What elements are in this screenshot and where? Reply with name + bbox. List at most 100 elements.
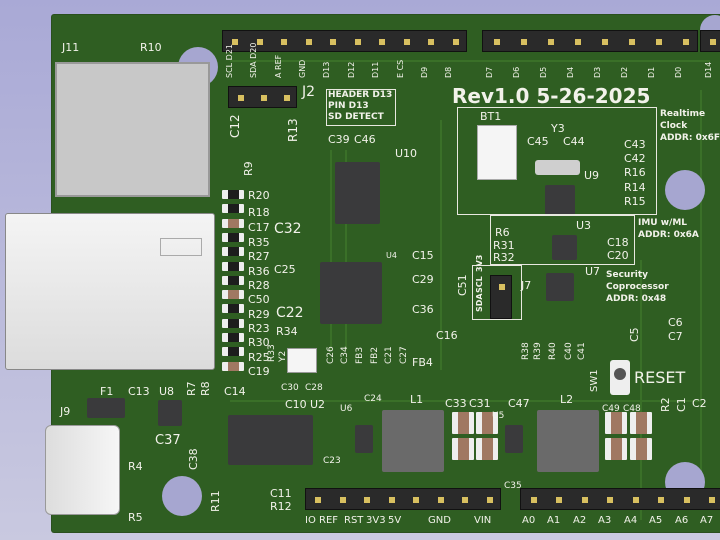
header-bottom-power[interactable] <box>305 488 501 510</box>
header-top-left[interactable] <box>222 30 467 52</box>
header-pin <box>330 39 337 45</box>
ref-c1: C1 <box>675 397 688 412</box>
header-pin <box>437 497 444 503</box>
pcb-trace <box>230 400 700 402</box>
j2-note-outline <box>326 89 396 126</box>
header-pin-label: RST <box>344 515 364 526</box>
ref-r5: R5 <box>128 511 143 524</box>
smd-part <box>222 261 244 271</box>
u6-chip <box>355 425 373 453</box>
bulk-capacitor <box>605 412 627 434</box>
ref-c15: C15 <box>412 249 434 262</box>
smd-part <box>222 232 244 242</box>
header-pin-label: A7 <box>700 515 714 526</box>
header-pin-label: A5 <box>649 515 663 526</box>
j7-i2c-header[interactable] <box>490 275 512 319</box>
pcb-trace <box>345 150 347 350</box>
ref-u9: U9 <box>584 169 600 182</box>
header-pin <box>530 497 537 503</box>
ref-r31: R31 <box>493 239 515 252</box>
header-top-edge[interactable] <box>700 30 720 52</box>
header-pin <box>403 39 410 45</box>
usb-c-connector[interactable] <box>45 425 120 515</box>
header-pin-label: D11 <box>371 61 380 78</box>
battery-connector-bt1[interactable] <box>477 125 517 180</box>
security-note-text: ADDR: 0x48 <box>606 294 667 304</box>
ref-c46: C46 <box>354 133 376 146</box>
rtc-outline <box>457 107 657 215</box>
pcb-trace <box>640 260 642 520</box>
ref-c48: C48 <box>623 404 641 414</box>
ref-c17: C17 <box>248 221 270 234</box>
ref-j9: J9 <box>60 405 71 418</box>
header-pin-label: A REF <box>274 54 283 78</box>
ref-c32: C32 <box>274 221 302 237</box>
ref-c26: C26 <box>326 346 336 364</box>
i2c-pin-label: SDA <box>475 293 484 312</box>
ref-c49: C49 <box>602 404 620 414</box>
header-pin <box>581 497 588 503</box>
ref-r14: R14 <box>624 181 646 194</box>
header-pin <box>607 497 614 503</box>
imu-note-text: IMU w/ML <box>638 218 688 228</box>
ref-c5: C5 <box>628 327 641 342</box>
ref-c42: C42 <box>624 152 646 165</box>
header-pin <box>256 39 263 45</box>
ethernet-jack[interactable] <box>5 213 215 370</box>
bulk-capacitor <box>605 438 627 460</box>
header-pin <box>364 497 371 503</box>
header-pin <box>260 95 267 101</box>
ref-r8: R8 <box>199 381 212 396</box>
ref-fb4: FB4 <box>412 356 433 369</box>
u10-chip <box>335 162 380 224</box>
u9-rtc <box>545 185 575 215</box>
ref-r13: R13 <box>286 118 300 142</box>
ref-r36: R36 <box>248 265 270 278</box>
ref-c50: C50 <box>248 293 270 306</box>
header-pin <box>462 497 469 503</box>
ref-c11: C11 <box>270 487 292 500</box>
u8-chip <box>158 400 182 426</box>
smd-part <box>222 290 244 300</box>
ref-c45: C45 <box>527 135 549 148</box>
i2c-outline <box>472 265 522 320</box>
header-pin <box>655 39 662 45</box>
ref-y2: Y2 <box>278 350 288 362</box>
mounting-hole <box>665 170 705 210</box>
ref-r7: R7 <box>185 381 198 396</box>
ref-u10: U10 <box>395 147 418 160</box>
header-pin-label: D3 <box>593 66 602 78</box>
header-pin <box>354 39 361 45</box>
reset-button-cap[interactable] <box>614 368 626 380</box>
ref-r40: R40 <box>548 342 558 360</box>
ref-r32: R32 <box>493 251 515 264</box>
ref-c7: C7 <box>668 330 683 343</box>
header-pin-label: D14 <box>704 61 713 78</box>
smd-part <box>222 361 244 371</box>
ref-c51: C51 <box>456 274 469 296</box>
header-pin-label: D1 <box>647 66 656 78</box>
ref-u4: U4 <box>386 251 397 260</box>
ref-c27: C27 <box>399 346 409 364</box>
sd-card-slot[interactable] <box>55 62 210 197</box>
header-bottom-analog[interactable] <box>520 488 720 510</box>
ref-r20: R20 <box>248 189 270 202</box>
header-pin-label: VIN <box>474 515 492 526</box>
j2-jumper[interactable] <box>228 86 297 108</box>
ref-u7: U7 <box>585 265 601 278</box>
pcb-trace <box>230 60 700 62</box>
l2-inductor <box>537 410 599 472</box>
ref-r2: R2 <box>659 397 672 412</box>
bulk-capacitor <box>452 412 474 434</box>
board-revision-title: Rev1.0 5-26-2025 <box>452 84 651 108</box>
j2-note-text: SD DETECT <box>328 112 384 122</box>
ref-c44: C44 <box>563 135 585 148</box>
header-top-right[interactable] <box>482 30 698 52</box>
rtc-note-text: Realtime <box>660 109 706 119</box>
ref-c6: C6 <box>668 316 683 329</box>
header-pin-label: 3V3 <box>366 515 386 526</box>
header-pin-label: GND <box>298 59 307 78</box>
header-pin <box>683 497 690 503</box>
u4-mcu <box>320 262 382 324</box>
header-pin <box>388 497 395 503</box>
